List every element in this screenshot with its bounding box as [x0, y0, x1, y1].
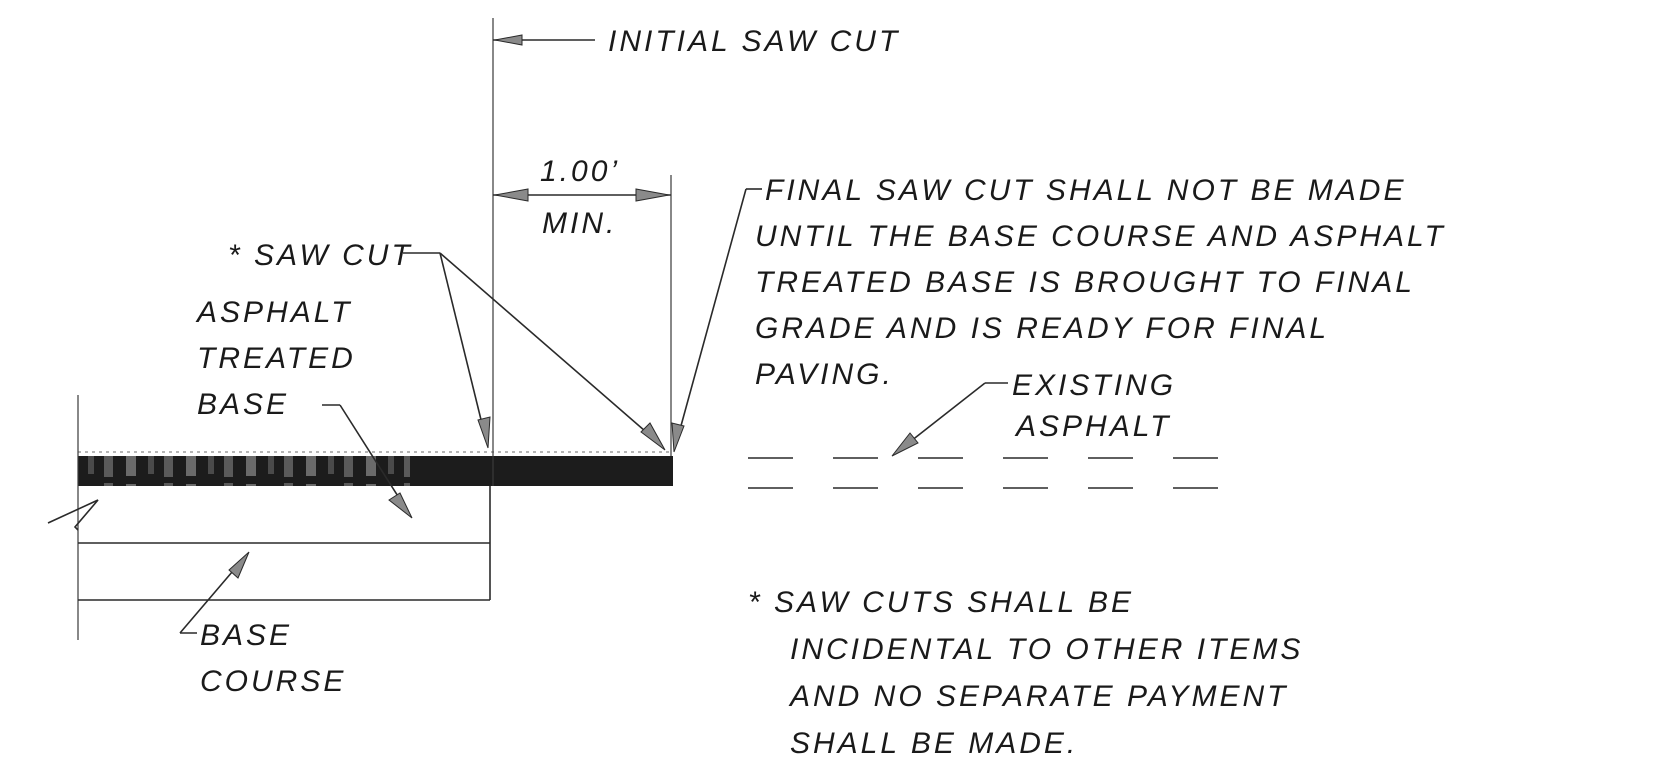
asphalt-treated-base-leader — [322, 404, 413, 519]
left-edge — [47, 395, 99, 640]
existing-asphalt-label: EXISTING ASPHALT — [1012, 369, 1176, 443]
base-course-outline — [78, 486, 491, 601]
label-line: BASE — [200, 619, 292, 652]
note-line: AND NO SEPARATE PAYMENT — [788, 680, 1289, 713]
dimension-1ft-min — [493, 175, 672, 456]
saw-cuts-payment-note: * SAW CUTS SHALL BE INCIDENTAL TO OTHER … — [748, 586, 1303, 760]
note-line: SHALL BE MADE. — [790, 727, 1078, 760]
note-line: TREATED BASE IS BROUGHT TO FINAL — [755, 266, 1415, 299]
label-line: BASE — [197, 388, 289, 421]
saw-cut-label: * SAW CUT — [228, 239, 413, 272]
base-course-leader — [179, 551, 250, 634]
saw-cut-leaders — [403, 252, 666, 451]
note-line: INCIDENTAL TO OTHER ITEMS — [790, 633, 1303, 666]
base-course-label: BASE COURSE — [200, 619, 346, 698]
initial-saw-cut-line — [492, 18, 595, 486]
note-line: GRADE AND IS READY FOR FINAL — [755, 312, 1329, 345]
note-line: PAVING. — [755, 358, 894, 391]
label-line: COURSE — [200, 665, 346, 698]
label-line: ASPHALT — [1014, 410, 1172, 443]
note-line: * SAW CUTS SHALL BE — [748, 586, 1134, 619]
existing-asphalt-lines — [748, 457, 1225, 489]
asphalt-treated-base-layer — [78, 451, 673, 486]
asphalt-treated-base-label: ASPHALT TREATED BASE — [195, 296, 356, 421]
final-saw-cut-leader — [671, 188, 762, 453]
label-line: EXISTING — [1012, 369, 1176, 402]
note-line: FINAL SAW CUT SHALL NOT BE MADE — [765, 174, 1406, 207]
dimension-value-label: 1.00’ — [540, 155, 620, 188]
initial-saw-cut-label: INITIAL SAW CUT — [608, 25, 900, 58]
existing-asphalt-leader — [891, 382, 1008, 457]
label-line: ASPHALT — [195, 296, 353, 329]
label-line: TREATED — [197, 342, 356, 375]
note-line: UNTIL THE BASE COURSE AND ASPHALT — [755, 220, 1446, 253]
dimension-min-label: MIN. — [542, 207, 617, 240]
final-saw-cut-note: FINAL SAW CUT SHALL NOT BE MADE UNTIL TH… — [755, 174, 1446, 391]
